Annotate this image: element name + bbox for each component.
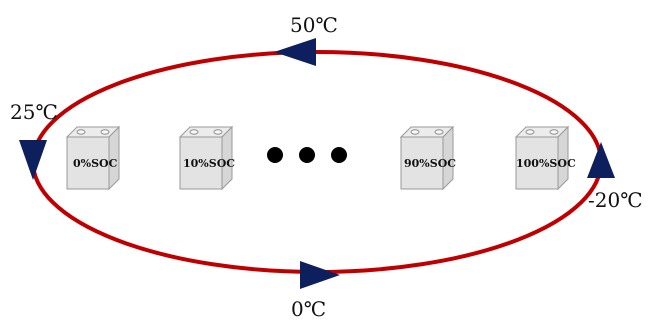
battery-cell-90-soc: 90%SOC: [399, 125, 456, 191]
ellipsis-dot: [267, 147, 283, 163]
temperature-label-top: 50℃: [290, 13, 338, 37]
cell-label-10-soc: 10%SOC: [183, 157, 235, 170]
temperature-label-right: -20℃: [588, 188, 643, 212]
battery-cell-100-soc: 100%SOC: [514, 125, 576, 191]
arrow-top-left-icon: [274, 38, 316, 66]
battery-cell-0-soc: 0%SOC: [65, 125, 121, 191]
temperature-label-bottom: 0℃: [291, 297, 326, 320]
temperature-label-left: 25℃: [10, 100, 58, 124]
cell-label-100-soc: 100%SOC: [516, 157, 576, 170]
ellipsis-dots: [267, 147, 347, 163]
cell-label-0-soc: 0%SOC: [73, 157, 118, 170]
cell-label-90-soc: 90%SOC: [404, 157, 456, 170]
arrow-right-up-icon: [587, 142, 615, 178]
arrow-left-down-icon: [19, 140, 47, 180]
ellipsis-dot: [331, 147, 347, 163]
arrow-bottom-right-icon: [300, 261, 340, 289]
battery-cell-10-soc: 10%SOC: [178, 125, 235, 191]
ellipsis-dot: [299, 147, 315, 163]
